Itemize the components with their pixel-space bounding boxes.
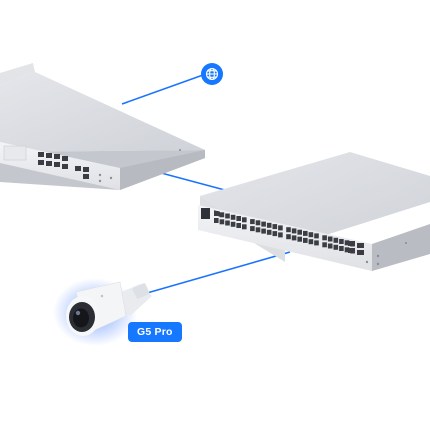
switch-port — [250, 226, 255, 231]
switch-port — [242, 224, 247, 229]
switch-port — [256, 220, 261, 225]
switch-port — [225, 221, 230, 226]
switch-port — [292, 235, 297, 240]
switch-port — [328, 237, 333, 242]
switch-port — [322, 235, 327, 240]
switch-port — [214, 218, 219, 223]
gateway-device — [0, 63, 205, 190]
switch-sfp-port — [348, 248, 355, 253]
switch-port — [267, 223, 272, 228]
switch-device — [198, 152, 430, 271]
switch-port — [273, 231, 278, 236]
switch-port — [273, 224, 278, 229]
switch-port — [261, 229, 266, 234]
switch-port — [256, 227, 261, 232]
switch-port — [278, 232, 283, 237]
switch-port — [322, 242, 327, 247]
switch-port — [328, 244, 333, 249]
switch-port — [278, 225, 283, 230]
switch-port — [303, 238, 308, 243]
switch-port — [292, 228, 297, 233]
switch-port — [225, 214, 230, 219]
switch-port — [339, 239, 344, 244]
switch-port — [220, 212, 225, 217]
switch-port — [220, 219, 225, 224]
switch-port — [297, 237, 302, 242]
switch-port — [334, 238, 339, 243]
switch-port — [303, 231, 308, 236]
switch-port — [286, 227, 291, 232]
switch-port — [236, 216, 241, 221]
switch-port — [309, 239, 314, 244]
switch-port — [286, 234, 291, 239]
camera-label: G5 Pro — [128, 322, 182, 342]
switch-port — [267, 230, 272, 235]
switch-port — [231, 222, 236, 227]
switch-port — [297, 230, 302, 235]
switch-port — [250, 219, 255, 224]
switch-sfp-port — [357, 243, 364, 248]
link-switch-camera — [140, 252, 290, 295]
switch-port — [261, 222, 266, 227]
switch-port — [334, 245, 339, 250]
switch-port — [339, 246, 344, 251]
switch-port — [242, 217, 247, 222]
switch-port — [236, 223, 241, 228]
globe-icon — [207, 69, 218, 80]
switch-port — [214, 211, 219, 216]
switch-port — [309, 232, 314, 237]
switch-port — [314, 233, 319, 238]
internet-node — [201, 63, 223, 85]
switch-sfp-port — [348, 241, 355, 246]
switch-port — [314, 240, 319, 245]
link-internet-gateway — [122, 75, 203, 104]
switch-port — [231, 215, 236, 220]
switch-sfp-port — [357, 250, 364, 255]
